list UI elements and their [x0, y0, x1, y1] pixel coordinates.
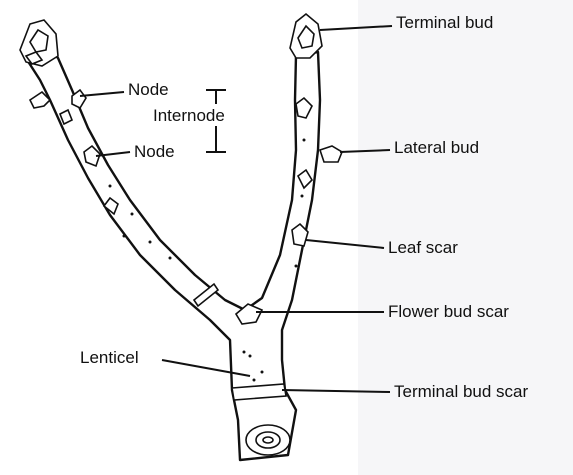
leader-lateral-bud: [340, 150, 390, 152]
label-terminal-bud: Terminal bud: [396, 13, 493, 33]
leader-terminal-bud: [320, 26, 392, 30]
label-flower-bud-scar: Flower bud scar: [388, 302, 509, 322]
label-internode: Internode: [153, 106, 225, 126]
label-node-upper: Node: [128, 80, 169, 100]
label-terminal-bud-scar: Terminal bud scar: [394, 382, 528, 402]
leader-node-upper: [80, 92, 124, 96]
lateral-bud-icon: [320, 146, 342, 162]
label-lenticel: Lenticel: [80, 348, 139, 368]
label-lateral-bud: Lateral bud: [394, 138, 479, 158]
label-node-lower: Node: [134, 142, 175, 162]
label-leaf-scar: Leaf scar: [388, 238, 458, 258]
leader-leaf-scar: [306, 240, 384, 248]
leader-terminal-bud-scar: [282, 390, 390, 392]
